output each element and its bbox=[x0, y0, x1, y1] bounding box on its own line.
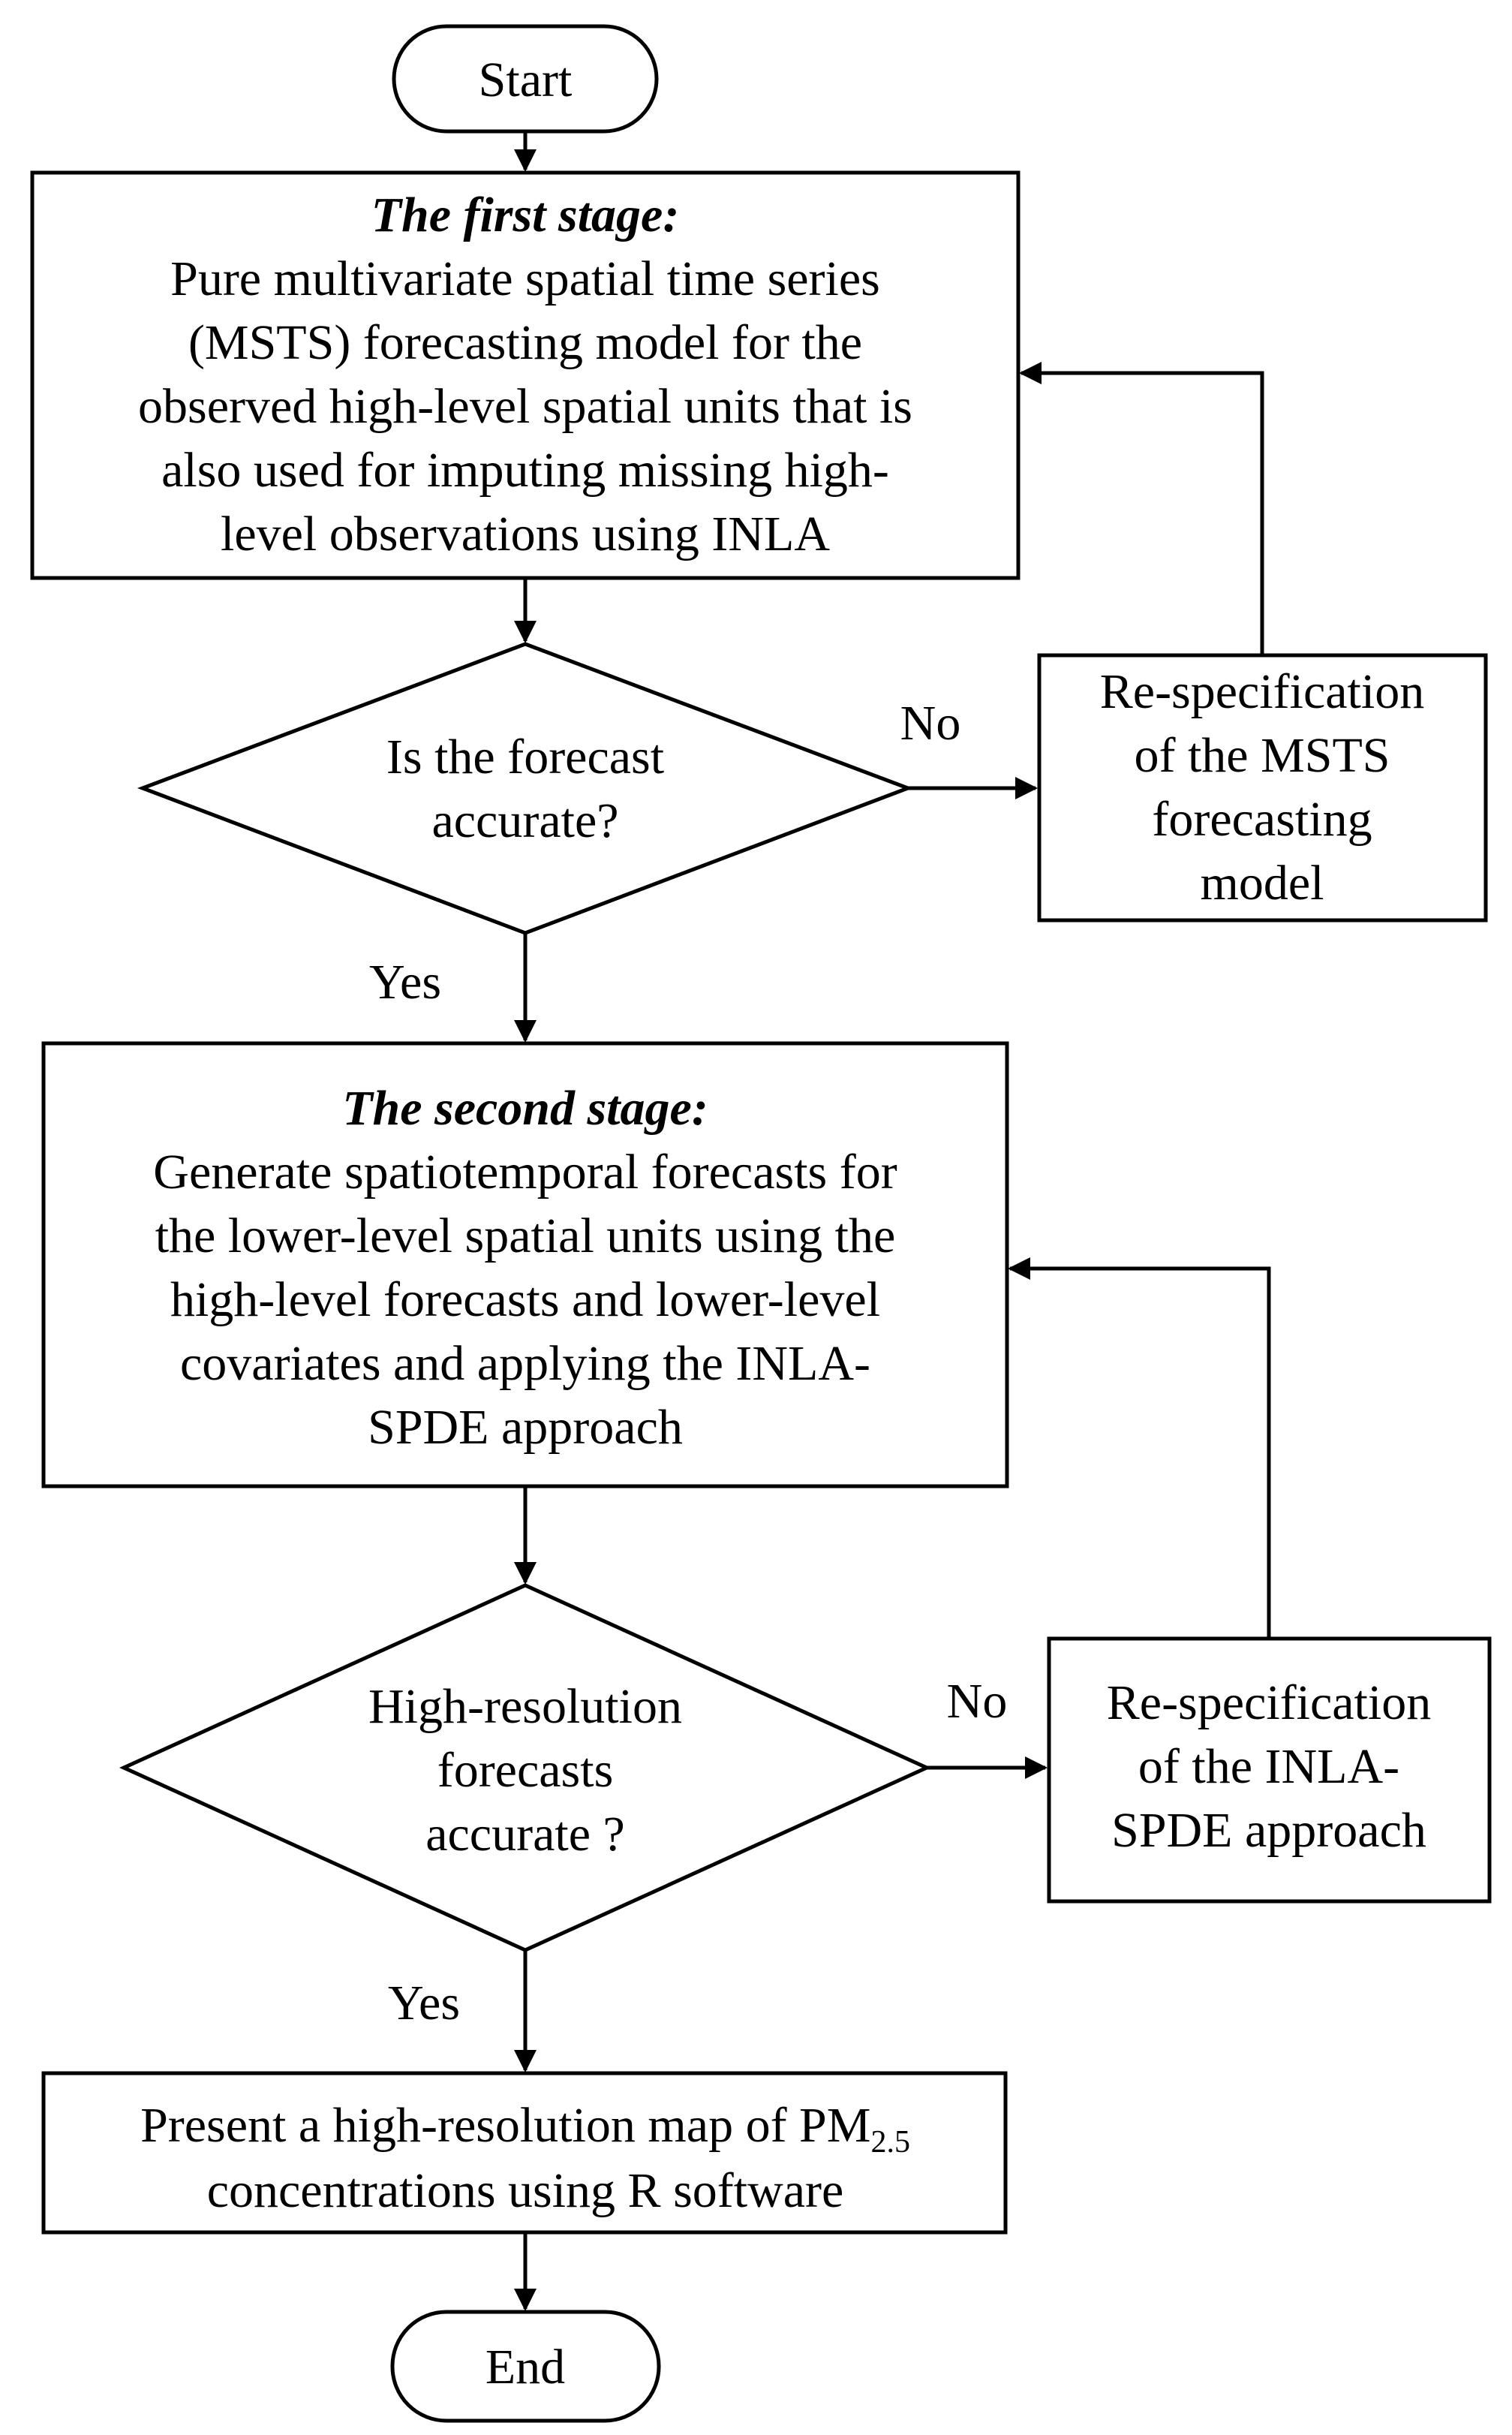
respecification-inla-spde-box bbox=[1047, 1636, 1492, 1904]
present-line-1: Present a high-resolution map of PM2.5 bbox=[140, 2098, 910, 2160]
first-stage-line-4: also used for imputing missing high- bbox=[161, 443, 889, 498]
respec2-line-3: SPDE approach bbox=[1111, 1803, 1426, 1858]
second-stage-line-4: covariates and applying the INLA- bbox=[180, 1336, 870, 1391]
respec1-line-2: of the MSTS bbox=[1134, 728, 1390, 783]
first-stage-line-2: (MSTS) forecasting model for the bbox=[188, 315, 862, 370]
second-stage-line-5: SPDE approach bbox=[368, 1400, 683, 1455]
second-stage-title: The second stage: bbox=[342, 1081, 708, 1136]
present-line-1-main: Present a high-resolution map of PM bbox=[140, 2098, 870, 2153]
first-stage-title: The first stage: bbox=[371, 188, 680, 242]
respec2-line-2: of the INLA- bbox=[1138, 1739, 1399, 1794]
decision1-no-label: No bbox=[900, 696, 961, 751]
respec1-line-1: Re-specification bbox=[1100, 664, 1424, 719]
first-stage-line-5: level observations using INLA bbox=[221, 507, 830, 561]
present-line-2: concentrations using R software bbox=[207, 2163, 844, 2218]
decision1-line-2: accurate? bbox=[431, 793, 618, 848]
arrow-respec1-to-stage1 bbox=[1019, 362, 1264, 655]
decision-forecast-accurate bbox=[137, 642, 914, 935]
decision1-yes-label: Yes bbox=[369, 955, 441, 1010]
end-label: End bbox=[485, 2340, 565, 2394]
second-stage-line-2: the lower-level spatial units using the bbox=[155, 1208, 896, 1263]
first-stage-line-3: observed high-level spatial units that i… bbox=[138, 379, 912, 434]
first-stage-line-1: Pure multivariate spatial time series bbox=[170, 251, 880, 306]
respec1-line-3: forecasting bbox=[1152, 792, 1372, 847]
arrow-respec2-to-stage2 bbox=[1008, 1257, 1271, 1639]
decision1-line-1: Is the forecast bbox=[386, 730, 664, 784]
second-stage-box bbox=[41, 1041, 1009, 1488]
present-pm-subscript: 2.5 bbox=[870, 2125, 910, 2160]
decision2-yes-label: Yes bbox=[388, 1976, 460, 2030]
respec1-line-4: model bbox=[1201, 856, 1324, 910]
respec2-line-1: Re-specification bbox=[1107, 1675, 1431, 1730]
decision2-no-label: No bbox=[947, 1674, 1008, 1729]
respecification-msts-box bbox=[1037, 653, 1488, 923]
second-stage-line-3: high-level forecasts and lower-level bbox=[170, 1272, 880, 1327]
end-terminator bbox=[390, 2310, 661, 2423]
decision2-line-2: forecasts bbox=[437, 1743, 614, 1798]
start-label: Start bbox=[479, 53, 573, 107]
present-map-box bbox=[41, 2071, 1008, 2235]
first-stage-box bbox=[30, 170, 1021, 580]
decision2-line-3: accurate ? bbox=[425, 1807, 625, 1862]
decision2-line-1: High-resolution bbox=[368, 1679, 682, 1734]
second-stage-line-1: Generate spatiotemporal forecasts for bbox=[153, 1145, 897, 1199]
